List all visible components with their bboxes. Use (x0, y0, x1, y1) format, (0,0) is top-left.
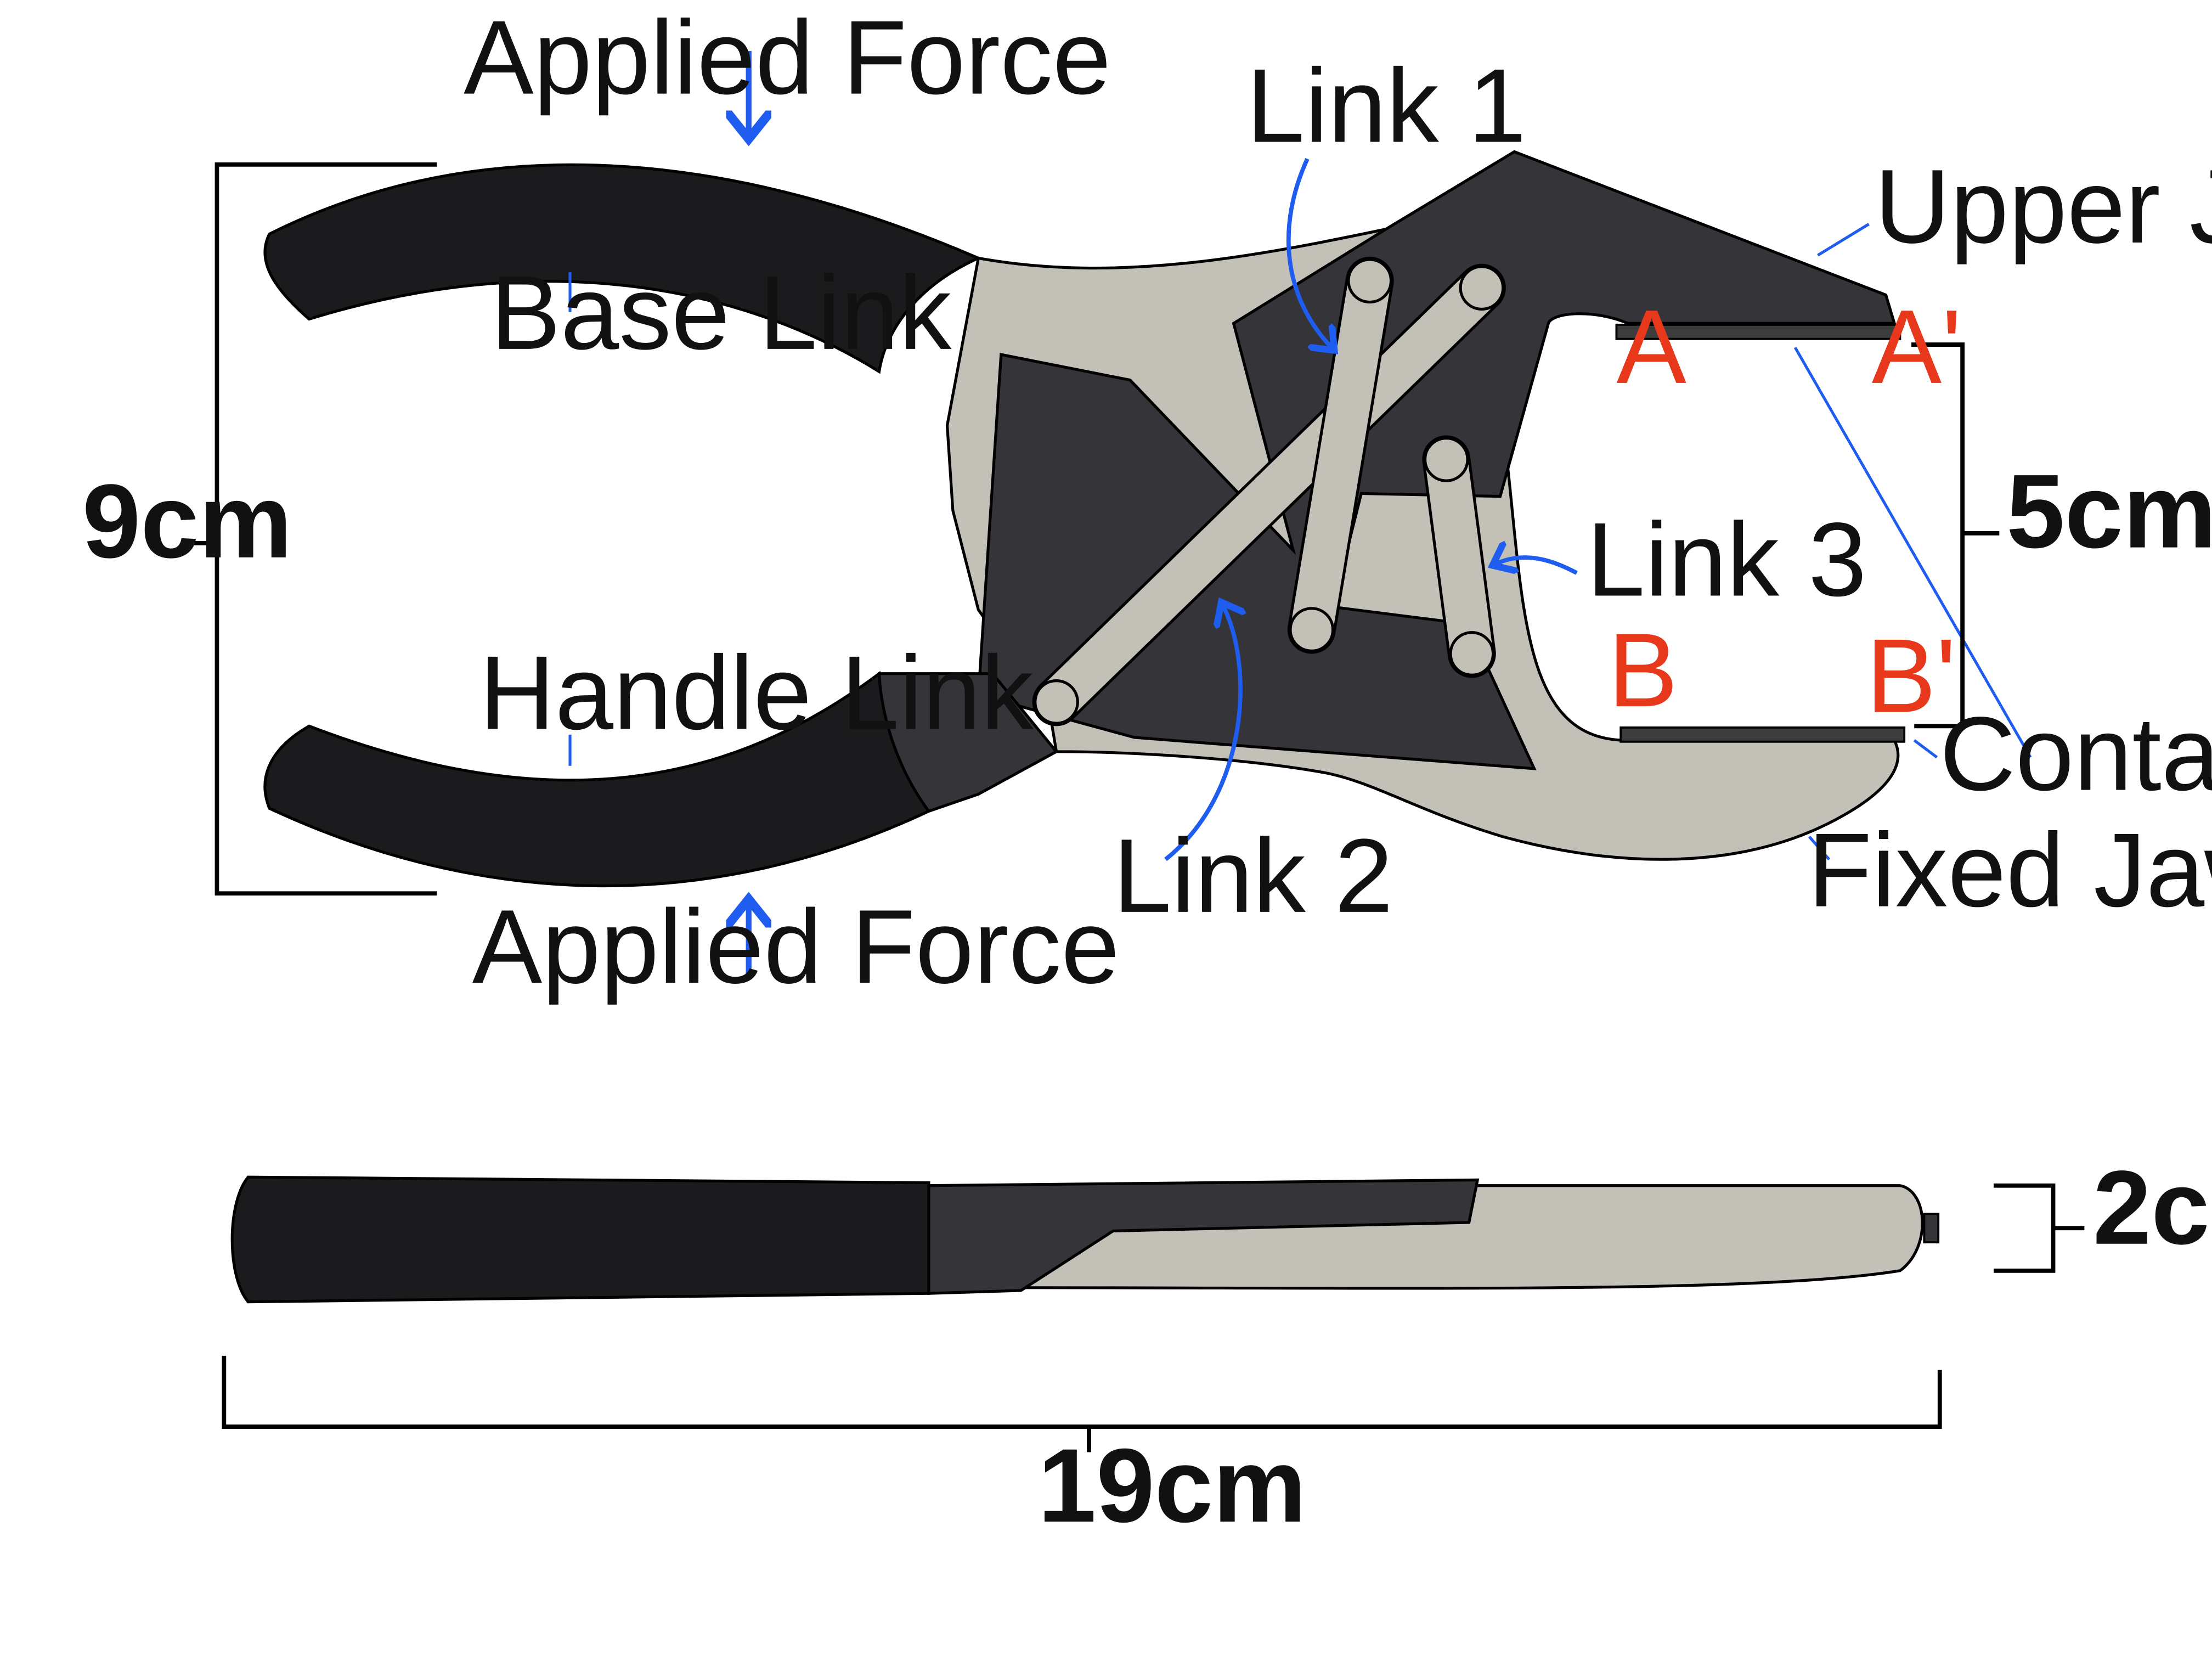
link-2-arrow (1164, 604, 1240, 861)
contact-points-label: Contact Points (1940, 695, 2212, 813)
link-1 (1287, 256, 1394, 654)
base-link-handle (263, 163, 982, 374)
length-dimension-label: 19cm (1038, 1427, 1306, 1544)
contact-pad-upper (1615, 323, 1901, 340)
height-dimension-label: 9cm (82, 463, 292, 580)
pliers-top-view (263, 150, 1906, 887)
thickness-bracket (1993, 1183, 2056, 1273)
link-3-arrow (1494, 557, 1578, 573)
length-bracket (222, 1355, 1942, 1429)
jaw-gap-dimension-label: 5cm (2006, 453, 2212, 570)
link-2-pin-upper (1459, 265, 1505, 311)
fixed-jaw-link-label: Fixed Jaw Link (1808, 812, 2212, 929)
link-1-arrow (1286, 157, 1333, 348)
pliers-side-view (230, 1175, 1940, 1304)
point-b-label: B (1608, 611, 1678, 729)
link-2-pin-lower (1034, 679, 1079, 725)
base-link-label: Base Link (490, 254, 951, 371)
upper-jaw-link-label: Upper Jaw Link (1875, 148, 2212, 265)
link-2-label: Link 2 (1113, 817, 1393, 934)
dimension-lines (181, 162, 2085, 1452)
link-1-label: Link 1 (1246, 47, 1526, 164)
applied-force-bottom-label: Applied Force (472, 888, 1120, 1005)
thickness-dimension-label: 2cm (2093, 1149, 2212, 1266)
handle-link (263, 671, 931, 887)
side-view-tip (1923, 1213, 1940, 1244)
handle-link-label: Handle Link (479, 634, 1034, 751)
applied-force-top-label: Applied Force (464, 0, 1111, 116)
link-3-pin-lower (1449, 631, 1495, 677)
contact-pad-lower (1620, 726, 1906, 743)
link-2 (1032, 263, 1506, 726)
link-3-label: Link 3 (1587, 501, 1866, 618)
point-a-prime-label: A' (1872, 288, 1962, 405)
side-view-handle (230, 1175, 930, 1304)
link-3 (1422, 435, 1496, 678)
link-1-pin-upper (1347, 258, 1393, 304)
point-a-label: A (1616, 288, 1686, 405)
link-1-pin-lower (1289, 607, 1335, 652)
link-3-pin-upper (1423, 437, 1469, 482)
point-b-prime-label: B' (1866, 617, 1956, 734)
height-bracket (215, 162, 437, 896)
leader-lines (568, 223, 2032, 860)
